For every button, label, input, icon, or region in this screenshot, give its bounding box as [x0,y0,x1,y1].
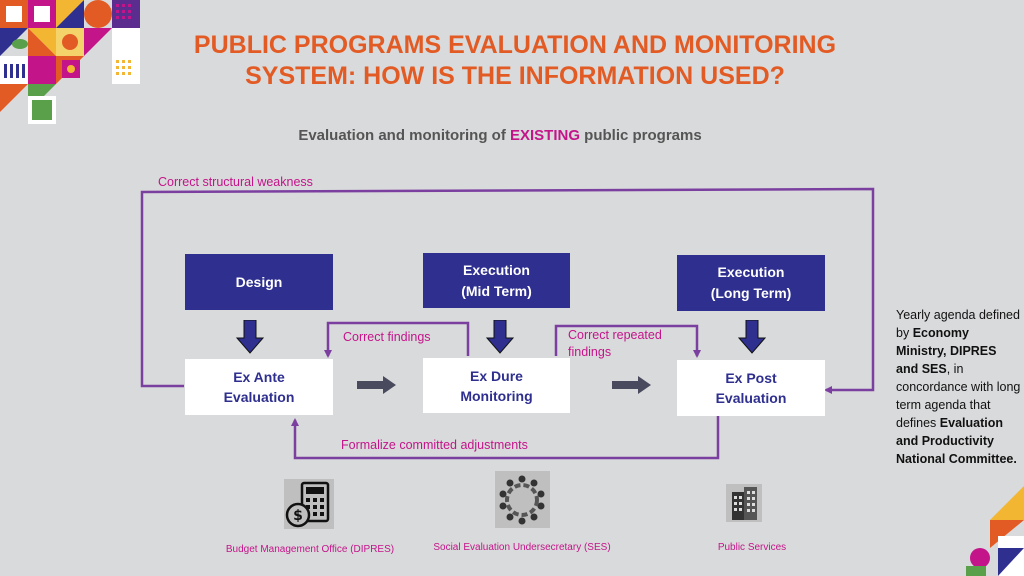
down-arrow-icon [738,320,766,354]
title-line-2: SYSTEM: HOW IS THE INFORMATION USED? [245,62,785,90]
page-subtitle: Evaluation and monitoring of EXISTING pu… [200,127,800,144]
eval-ex-ante: Ex Ante Evaluation [185,359,333,415]
stage-execution-long-term: Execution (Long Term) [677,255,825,311]
side-note-bold-1: Economy Ministry, DIPRES and SES [896,326,997,376]
stage-design-label: Design [235,273,283,290]
right-arrow-icon [357,376,396,394]
caption-dipres: Budget Management Office (DIPRES) [225,544,395,555]
down-arrow-icon [236,320,264,354]
loop-formalize-line [291,416,720,460]
stage-execution-mid-term: Execution (Mid Term) [423,253,570,308]
eval-ex-post: Ex Post Evaluation [677,360,825,416]
subtitle-highlight: EXISTING [509,127,580,144]
subtitle-pre: Evaluation and monitoring of [298,127,510,144]
svg-text:$: $ [293,508,303,524]
side-note-bold-2: Evaluation and Productivity National Com… [896,416,1017,466]
budget-calculator-icon: $ [284,479,334,529]
note-correct-repeated-line-1: Correct repeated [568,328,662,342]
building-icon [726,484,762,522]
page-title: PUBLIC PROGRAMS EVALUATION AND MONITORIN… [150,30,880,92]
eval-ex-dure-line-1: Ex Dure [470,367,523,384]
note-formalize-adjustments: Formalize committed adjustments [341,438,528,452]
stage-design: Design [185,254,333,310]
eval-ex-ante-line-1: Ex Ante [233,369,285,385]
side-note-text-2: , in concordance with long term agenda t… [896,362,1021,430]
stage-execution-mid-line-2: (Mid Term) [461,282,532,299]
eval-ex-ante-line-2: Evaluation [223,389,295,405]
caption-public-services: Public Services [717,542,787,553]
decorative-pattern-top-left [0,0,140,124]
eval-ex-post-line-1: Ex Post [725,370,777,386]
stage-execution-long-line-2: (Long Term) [710,285,792,301]
loop-correct-findings-line [324,321,470,358]
stage-execution-mid-line-1: Execution [463,261,530,278]
right-arrow-icon [612,376,651,394]
note-correct-repeated-findings: Correct repeated findings [568,327,662,361]
down-arrow-icon [486,320,514,354]
side-note-yearly-agenda: Yearly agenda defined by Economy Ministr… [896,306,1022,468]
eval-ex-post-line-2: Evaluation [715,390,787,406]
subtitle-post: public programs [580,127,702,144]
note-correct-repeated-line-2: findings [568,345,612,359]
side-note-text-1: Yearly agenda defined by [896,308,1020,340]
note-correct-findings: Correct findings [343,330,431,344]
title-line-1: PUBLIC PROGRAMS EVALUATION AND MONITORIN… [193,31,837,59]
loop-structural-line [140,187,875,394]
eval-ex-dure-line-2: Monitoring [460,387,533,404]
stage-execution-long-line-1: Execution [717,264,785,280]
eval-ex-dure: Ex Dure Monitoring [423,358,570,413]
caption-ses: Social Evaluation Undersecretary (SES) [433,542,611,553]
loop-correct-repeated-line [554,324,701,358]
people-circle-icon [495,471,550,528]
decorative-pattern-bottom-right [966,486,1024,576]
note-correct-structural-weakness: Correct structural weakness [158,175,313,189]
